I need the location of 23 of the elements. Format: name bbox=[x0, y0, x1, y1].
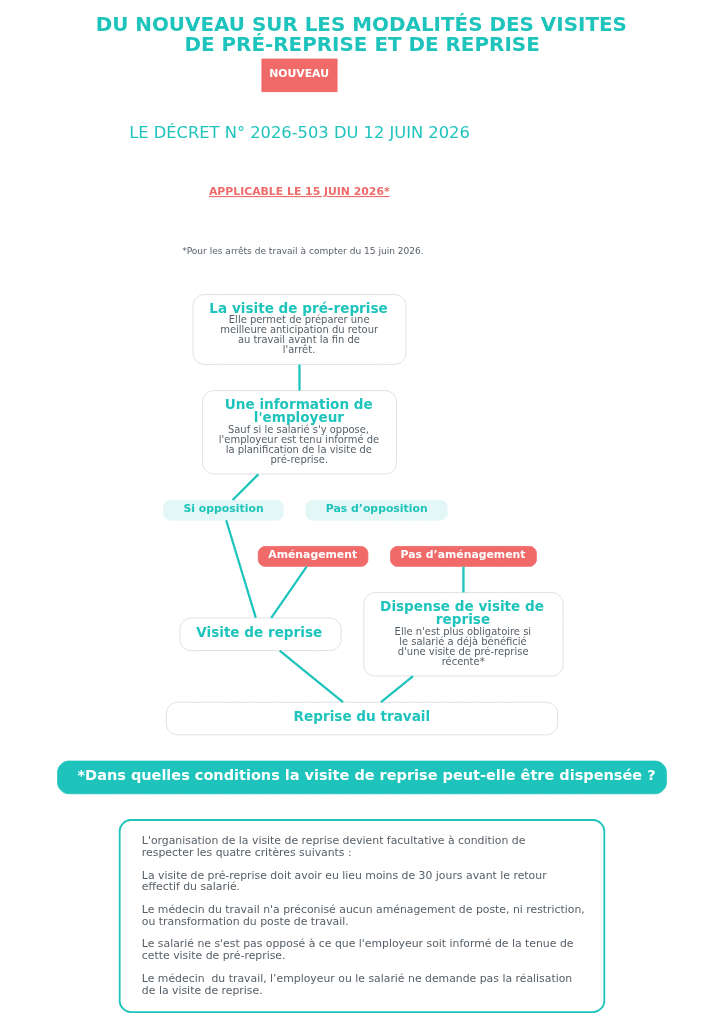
node-box: Si opposition bbox=[163, 499, 284, 521]
label: *Pour les arrêts de travail à compter du 15 juin 2026. bbox=[182, 246, 424, 257]
diagram-title: DU NOUVEAU SUR LES MODALITÉS DES VISITES DE PRÉ-REPRISE ET DE REPRISE bbox=[95, 12, 627, 56]
node-box: Reprise du travail bbox=[165, 701, 559, 736]
node-box: Aménagement bbox=[257, 545, 369, 567]
connector bbox=[270, 566, 308, 619]
node-box: La visite de pré-reprise Elle permet de préparer une meilleure anticipation du retour au travail avant la fin de l'arrêt. bbox=[192, 294, 407, 365]
label: NOUVEAU bbox=[269, 67, 330, 81]
node-box: Pas d’aménagement bbox=[390, 545, 537, 567]
node-box: Pas d’opposition bbox=[305, 499, 448, 521]
connector bbox=[231, 473, 260, 501]
connector bbox=[278, 649, 344, 704]
node-box: Dispense de visite de reprise Elle n'est plus obligatoire si le salarié a déjà bénéficié d'une visite de pré-reprise récente* bbox=[363, 592, 564, 677]
label: APPLICABLE LE 15 JUIN 2026* bbox=[208, 185, 390, 199]
connector bbox=[462, 566, 465, 593]
node-box: *Dans quelles conditions la visite de reprise peut-elle être dispensée ? bbox=[57, 760, 667, 795]
node-box: Visite de reprise bbox=[179, 617, 342, 652]
connector bbox=[298, 364, 301, 391]
connector bbox=[225, 519, 257, 619]
connector bbox=[380, 675, 414, 704]
node-box: Une information de l'employeur Sauf si le salarié s'y oppose, l'employeur est tenu informé de la planification de la visite de pré-reprise. bbox=[202, 390, 397, 475]
label: LE DÉCRET N° 2026-503 DU 12 JUIN 2026 bbox=[129, 123, 470, 143]
node-box: L'organisation de la visite de reprise devient facultative à condition de respecter les quatre critères suivants : La visite de pré-reprise doit avoir eu lieu moins de 30 jours avant le retour effectif du salarié. Le médecin du travail n'a préconisé aucun aménagement de poste, ni restriction, ou transformation du poste de travail. Le salarié ne s'est pas opposé à ce que l'employeur soit informé de la tenue de cette visite de pré-reprise. Le médecin du travail, l’employeur ou le salarié ne demande pas la réalisation de la visite de reprise. bbox=[118, 819, 606, 1013]
